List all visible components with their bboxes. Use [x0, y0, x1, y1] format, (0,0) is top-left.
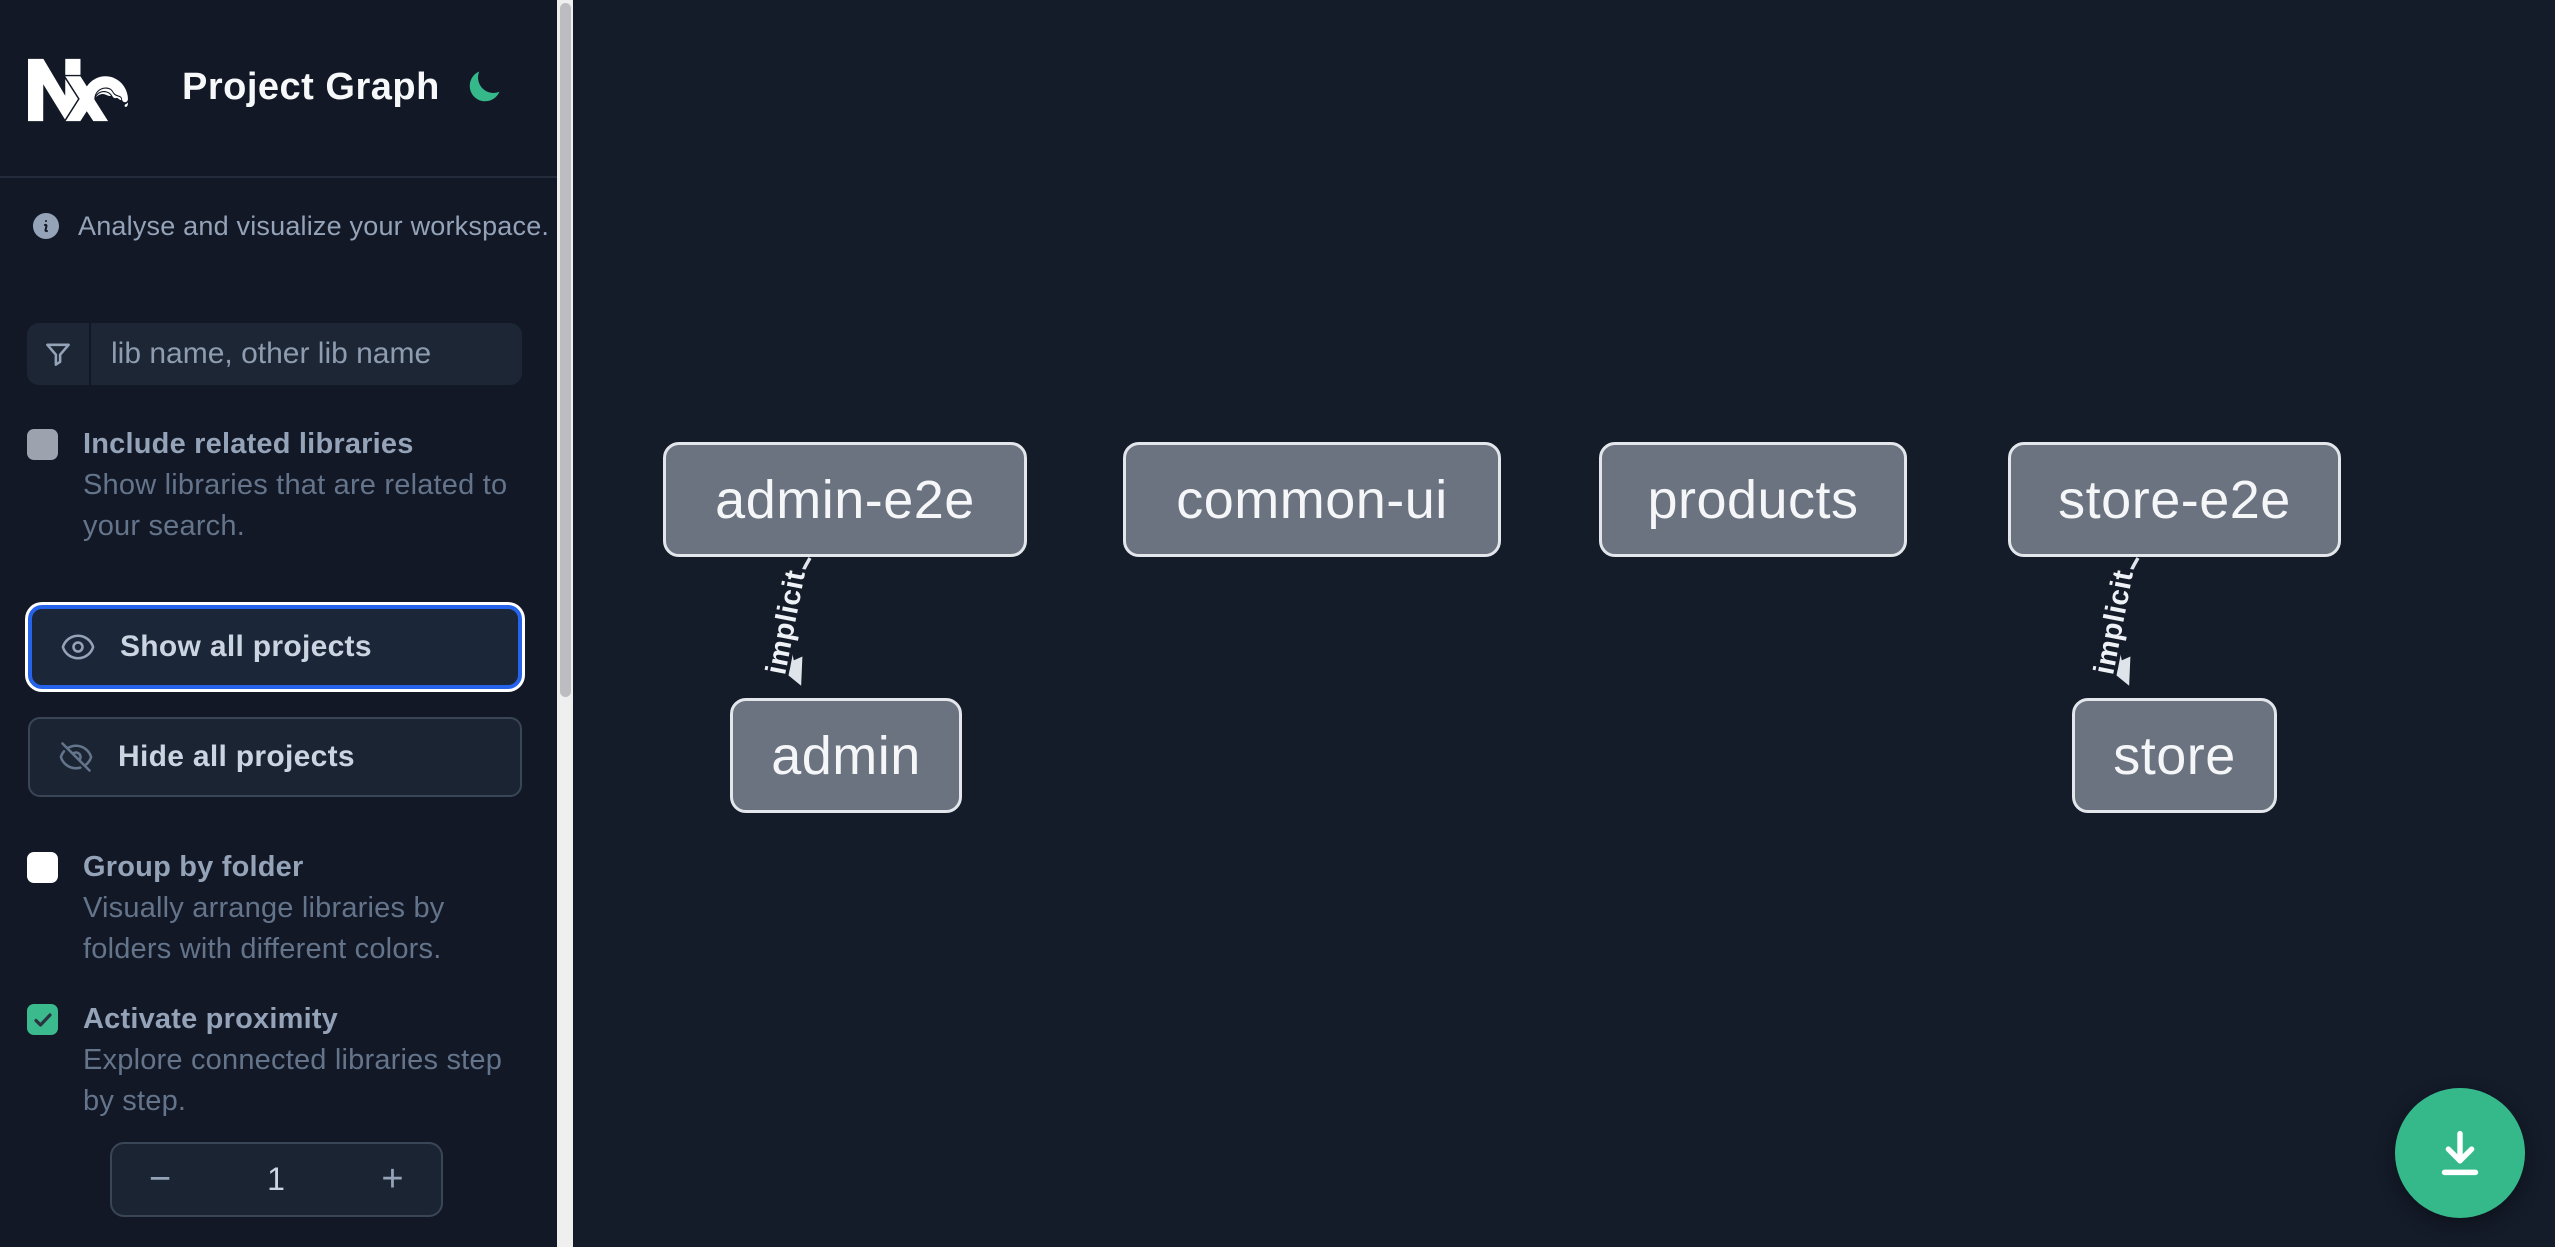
show-all-projects-button[interactable]: Show all projects	[28, 605, 522, 689]
download-icon	[2441, 1130, 2479, 1176]
moon-icon	[469, 71, 500, 101]
include-related-checkbox[interactable]	[27, 429, 58, 460]
option-activate-proximity[interactable]: Activate proximity Explore connected lib…	[27, 999, 532, 1122]
stepper-value: 1	[267, 1161, 285, 1197]
project-node-admin[interactable]: admin	[730, 698, 962, 813]
option-group-by-folder[interactable]: Group by folder Visually arrange librari…	[27, 847, 532, 970]
workspace-tagline: Analyse and visualize your workspace.	[78, 210, 550, 241]
edge-label-implicit: implicit	[760, 567, 812, 677]
stepper-decrement-button[interactable]: −	[112, 1144, 208, 1215]
filter-input[interactable]	[91, 323, 522, 385]
project-node-admin-e2e[interactable]: admin-e2e	[663, 442, 1027, 557]
project-node-store[interactable]: store	[2072, 698, 2277, 813]
project-node-common-ui[interactable]: common-ui	[1123, 442, 1501, 557]
option-label: Include related libraries	[83, 428, 414, 460]
sidebar-scrollbar[interactable]	[557, 0, 573, 1247]
funnel-icon	[27, 323, 91, 385]
option-label: Group by folder	[83, 851, 304, 883]
option-description: Show libraries that are related to your …	[83, 469, 508, 542]
option-description: Explore connected libraries step by step…	[83, 1044, 503, 1117]
sidebar-scrollbar-thumb[interactable]	[559, 3, 571, 697]
page-title: Project Graph	[182, 66, 440, 108]
graph-canvas[interactable]: implicit implicit admin-e2e common-ui pr…	[573, 0, 2555, 1247]
project-node-products[interactable]: products	[1599, 442, 1907, 557]
graph-edges: implicit implicit	[757, 557, 2143, 686]
nx-logo-icon	[28, 58, 128, 122]
sidebar: Project Graph Analyse and visualize your…	[0, 0, 557, 1247]
option-label: Activate proximity	[83, 1003, 339, 1035]
option-include-related[interactable]: Include related libraries Show libraries…	[27, 424, 532, 547]
sidebar-header: Project Graph	[0, 0, 557, 178]
option-description: Visually arrange libraries by folders wi…	[83, 892, 445, 965]
show-all-projects-label: Show all projects	[120, 630, 372, 663]
theme-toggle-button[interactable]	[462, 66, 506, 110]
eye-icon	[61, 634, 95, 660]
edge-label-implicit: implicit	[2088, 567, 2140, 677]
activate-proximity-checkbox[interactable]	[27, 1004, 58, 1035]
info-icon	[33, 213, 59, 239]
download-graph-button[interactable]	[2395, 1088, 2525, 1218]
stepper-increment-button[interactable]: +	[344, 1144, 441, 1215]
workspace-tagline-row: Analyse and visualize your workspace.	[30, 210, 549, 242]
proximity-stepper: − 1 +	[110, 1142, 443, 1217]
project-node-store-e2e[interactable]: store-e2e	[2008, 442, 2341, 557]
filter-box	[27, 323, 522, 385]
edge-admin-e2e-admin	[778, 557, 812, 686]
checkmark-icon	[33, 1012, 52, 1027]
hide-all-projects-button[interactable]: Hide all projects	[28, 717, 522, 797]
eye-slash-icon	[59, 742, 93, 772]
group-by-folder-checkbox[interactable]	[27, 852, 58, 883]
hide-all-projects-label: Hide all projects	[118, 740, 355, 773]
edge-store-e2e-store	[2106, 557, 2140, 686]
